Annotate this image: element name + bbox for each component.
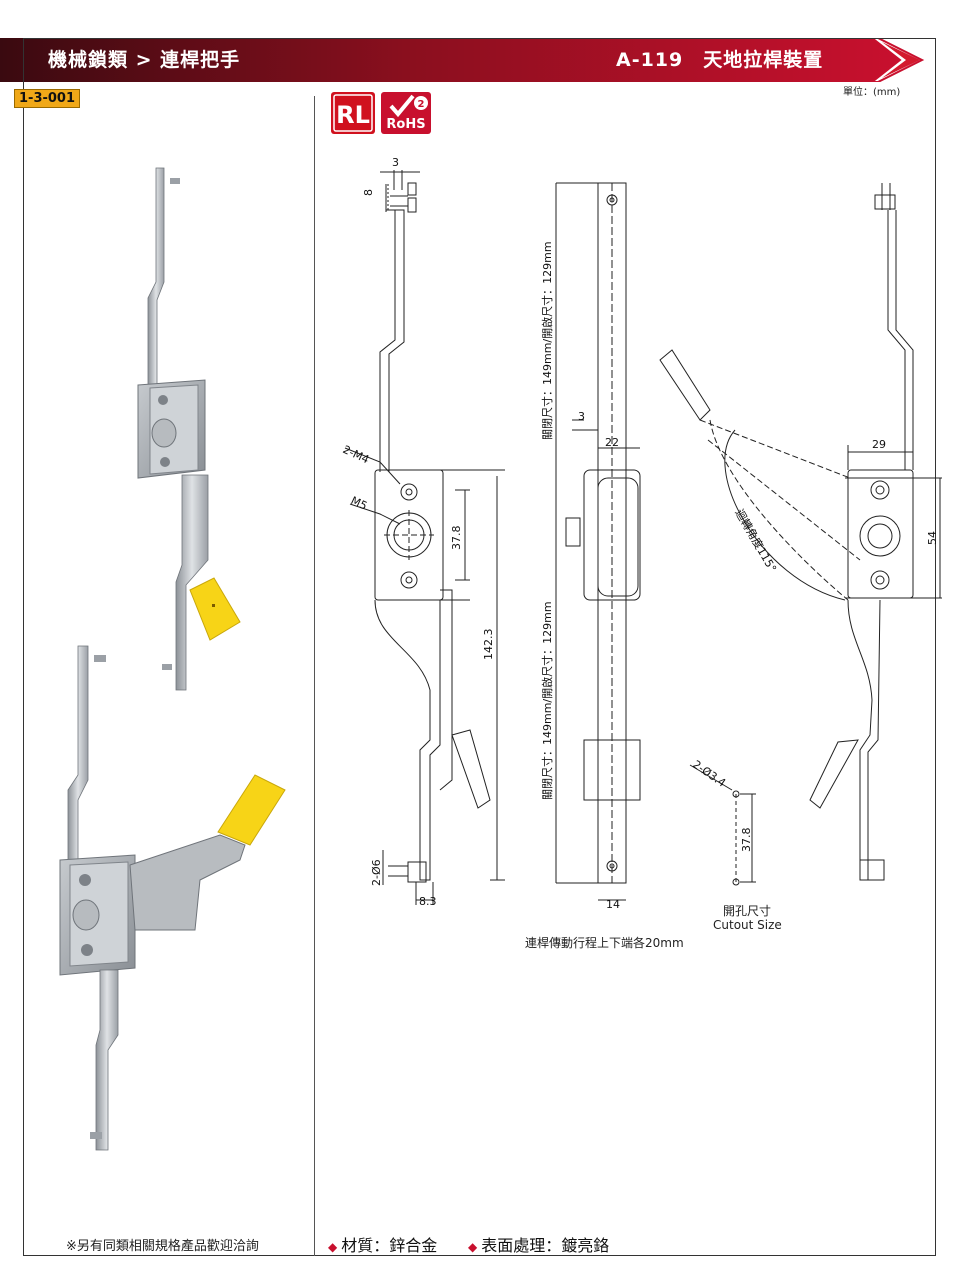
material-spec: ◆材質：鋅合金 [328,1232,437,1256]
dim-3-mid: 3 [578,410,585,423]
rl-logo: RL [331,92,375,134]
header-bar [0,38,930,82]
cutout-caption-zh: 開孔尺寸 [723,904,772,918]
cutout-37-8: 37.8 [740,828,753,853]
rohs-version: 2 [418,99,425,110]
certification-logos: RL 2 RoHS [331,92,436,138]
render-open-handle [59,645,286,1151]
rohs-logo: 2 RoHS [381,92,431,134]
dim-8-3: 8.3 [419,895,437,908]
finish-text: 表面處理：鍍亮鉻 [481,1236,610,1255]
material-text: 材質：鋅合金 [341,1236,438,1255]
bullet-diamond-icon: ◆ [468,1240,478,1254]
catalog-code-badge: 1-3-001 [14,89,81,108]
rear-view [659,183,942,881]
unit-label: 單位：(mm) [843,87,901,98]
render-closed-handle [137,167,241,691]
finish-spec: ◆表面處理：鍍亮鉻 [468,1232,609,1256]
side-view-dims: 3 8 2-M4 M5 37.8 142.3 2-Ø6 8.3 [341,156,495,908]
dim-2-phi6: 2-Ø6 [370,859,383,886]
rohs-logo-text: RoHS [386,117,425,132]
dim-22: 22 [605,436,619,449]
dim-37-8: 37.8 [450,526,463,551]
front-view-dims: 關閉尺寸：149mm/開啟尺寸：129mm 關閉尺寸：149mm/開啟尺寸：12… [540,241,620,911]
bullet-diamond-icon: ◆ [328,1240,338,1254]
thread-2m4-label: 2-M4 [341,443,371,466]
travel-caption: 連桿傳動行程上下端各20mm [525,936,684,950]
column-divider [314,96,315,1256]
dim-29: 29 [872,438,886,451]
dim-142-3: 142.3 [482,629,495,661]
page-frame [23,38,936,1256]
dim-14: 14 [606,898,620,911]
header-background [0,38,925,82]
thread-m5-label: M5 [349,494,369,513]
model-title: A-119 天地拉桿裝置 [616,49,824,71]
cutout-caption-en: Cutout Size [713,918,782,932]
dim-54: 54 [926,531,939,545]
rotation-angle-label: 迴轉角度115° [732,507,779,575]
dim-8: 8 [362,189,375,196]
dim-3-top: 3 [392,156,399,169]
category-title: 機械鎖類 > 連桿把手 [48,49,241,71]
cutout-diagram [689,764,756,886]
rear-view-dims: 29 54 迴轉角度115° [732,438,939,575]
cutout-holes-label: 2-Ø3.4 [690,758,728,790]
rl-logo-text: RL [336,101,370,129]
side-view [344,170,505,905]
cutout-dims: 2-Ø3.4 37.8 [690,758,753,852]
travel-bottom-label: 關閉尺寸：149mm/開啟尺寸：129mm [540,601,554,800]
inquiry-note: ※另有同類相關規格產品歡迎洽詢 [66,1239,259,1254]
travel-top-label: 關閉尺寸：149mm/開啟尺寸：129mm [540,241,554,440]
front-view [555,182,641,901]
